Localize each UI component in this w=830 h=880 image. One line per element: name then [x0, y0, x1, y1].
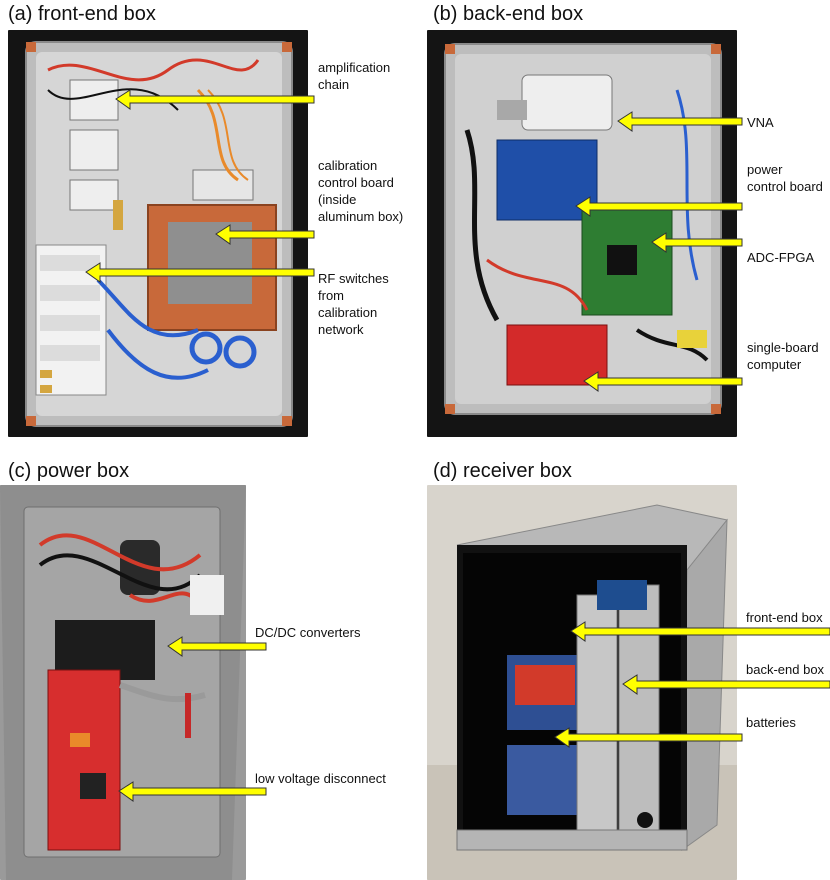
arrow-low-voltage-disconnect: [118, 781, 267, 802]
front-end-box-photo: [8, 30, 308, 437]
label-low-voltage-disconnect: low voltage disconnect: [255, 771, 386, 786]
label-rf-switches: RF switches from calibration network: [318, 271, 389, 337]
panel-c-title: (c) power box: [8, 460, 130, 482]
panel-b-title: (b) back-end box: [433, 3, 584, 25]
label-amplification-chain: amplification chain: [318, 60, 391, 92]
label-power-control-board: power control board: [747, 162, 823, 194]
arrow-back-end-box: [622, 674, 830, 695]
label-front-end-box: front-end box: [746, 610, 823, 625]
power-box-photo: [0, 485, 246, 880]
label-batteries: batteries: [746, 715, 796, 730]
arrow-batteries: [554, 727, 743, 748]
panel-d-title: (d) receiver box: [433, 460, 572, 482]
arrow-adc-fpga: [651, 232, 743, 253]
label-vna: VNA: [747, 115, 774, 130]
label-dc-dc-converters: DC/DC converters: [255, 625, 361, 640]
arrow-rf-switches: [85, 262, 315, 283]
label-back-end-box: back-end box: [746, 662, 825, 677]
label-adc-fpga: ADC-FPGA: [747, 250, 815, 265]
arrow-power-control-board: [575, 196, 743, 217]
panel-a-title: (a) front-end box: [8, 3, 156, 25]
label-single-board-computer: single-board computer: [747, 340, 819, 372]
arrow-front-end-box: [570, 621, 830, 642]
arrow-single-board-computer: [583, 371, 743, 392]
arrow-calibration-board: [215, 224, 315, 245]
arrow-dc-dc-converters: [167, 636, 267, 657]
back-end-box-photo: [427, 30, 737, 437]
arrow-vna: [617, 111, 743, 132]
receiver-box-photo: [427, 485, 737, 880]
arrow-amplification-chain: [115, 89, 315, 110]
label-calibration-control-board: calibration control board (inside alumin…: [318, 158, 404, 224]
